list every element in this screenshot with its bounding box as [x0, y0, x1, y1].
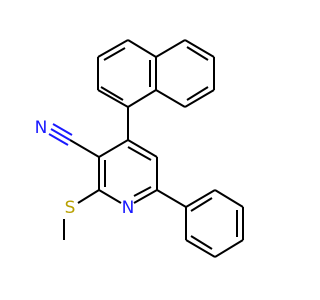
bond-py-c5-c4 — [127, 139, 158, 158]
sulfur-label: S — [65, 198, 76, 218]
bond-naph-11 — [155, 89, 186, 108]
bond-ph-4 — [214, 239, 244, 258]
pyridine-nitrogen-label: N — [122, 198, 135, 218]
bond-ph-1 — [185, 189, 216, 208]
structure-canvas: N S N — [35, 39, 244, 258]
bond-py-c5-c4-inner — [127, 146, 152, 161]
bond-naph-10-inner — [186, 86, 209, 101]
bond-naph-6 — [127, 89, 157, 108]
bond-nitrile-triple-3 — [48, 133, 69, 146]
bond-ph-5 — [185, 239, 216, 258]
bond-naph-3 — [97, 39, 129, 58]
bond-pyridine-phenyl — [156, 189, 187, 208]
bond-c2-s — [77, 189, 100, 204]
bond-ph-1-inner — [190, 197, 213, 212]
bond-py-n-c6 — [133, 189, 158, 204]
molecule-drawing: N S N — [35, 39, 244, 258]
bond-ph-5-inner — [190, 235, 213, 250]
bond-nitrile-c — [69, 139, 100, 158]
bond-naph-7 — [155, 39, 186, 58]
bond-py-c4-c3 — [98, 139, 129, 158]
bond-naph-8 — [184, 39, 215, 58]
bond-naph-3-inner — [103, 47, 126, 61]
bond-ph-2 — [214, 189, 244, 208]
bond-naph-8-inner — [186, 46, 209, 61]
bond-naph-10 — [184, 89, 215, 108]
bond-nitrile-triple-2 — [52, 123, 73, 136]
bond-naph-1-inner — [100, 86, 124, 101]
bond-nitrile-triple-1 — [50, 128, 71, 141]
bond-naph-4 — [127, 39, 157, 58]
bond-py-c2-n — [98, 189, 122, 204]
bond-py-n-c6-inner — [133, 186, 152, 197]
bond-naph-1 — [97, 89, 129, 108]
nitrile-nitrogen-label: N — [35, 118, 48, 138]
